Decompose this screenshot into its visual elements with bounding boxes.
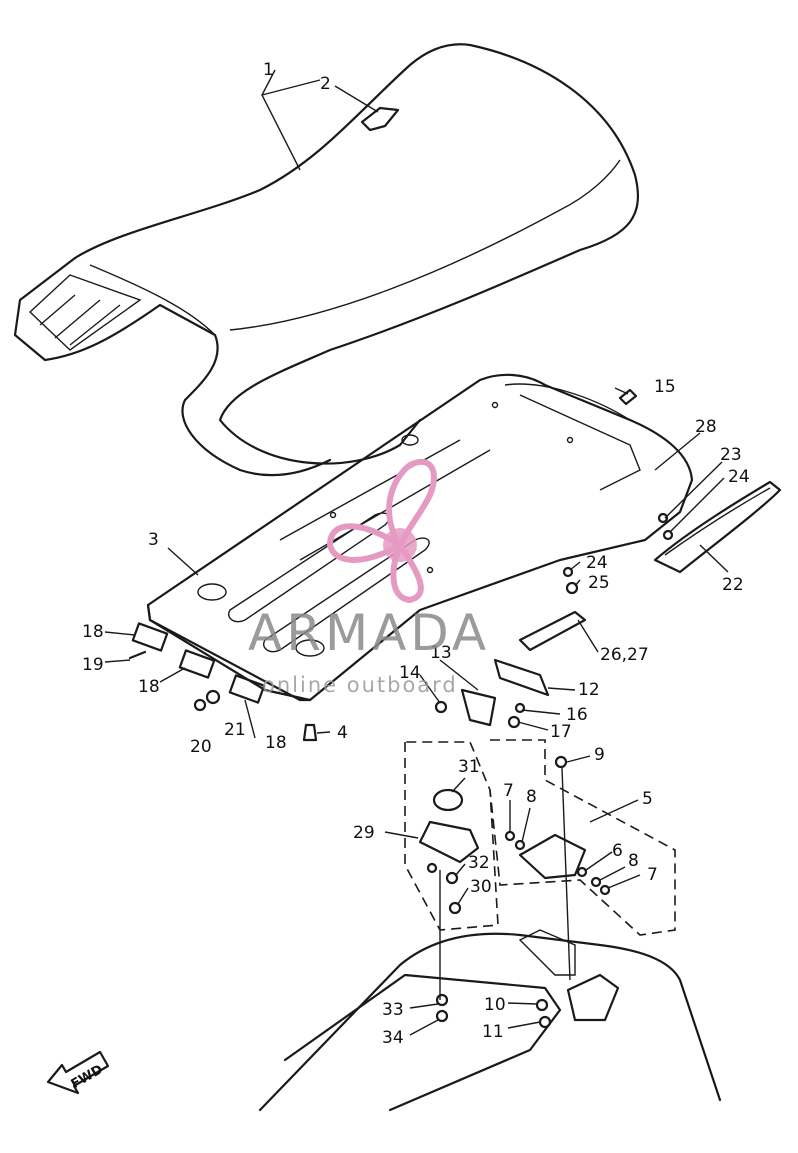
callout-9: 9 [594,745,605,765]
callout-15: 15 [654,377,676,397]
callout-18-bottom: 18 [265,733,287,753]
callout-23: 23 [720,445,742,465]
callout-7-left: 7 [503,781,514,801]
callout-14: 14 [399,663,421,683]
callout-26-27: 26,27 [600,645,649,665]
callout-20: 20 [190,737,212,757]
callout-32: 32 [468,853,490,873]
callout-11: 11 [482,1022,504,1042]
callout-19: 19 [82,655,104,675]
callout-7-right: 7 [647,865,658,885]
callout-21: 21 [224,720,246,740]
watermark: ARMADA online outboard [248,458,490,697]
callout-22: 22 [722,575,744,595]
callout-labels: 1 2 3 4 5 6 7 7 8 8 9 10 11 12 13 14 15 … [82,60,750,1048]
leader-lines [104,69,729,1036]
watermark-tagline: online outboard [262,673,458,697]
callout-8-left: 8 [526,787,537,807]
hull-deck [258,767,722,1112]
callout-10: 10 [484,995,506,1015]
callout-13: 13 [430,643,452,663]
callout-8-right: 8 [628,851,639,871]
callout-1: 1 [263,60,274,80]
seat-cushion [13,43,640,477]
callout-5: 5 [642,789,653,809]
callout-24-right: 24 [728,467,750,487]
callout-18-middle: 18 [138,677,160,697]
callout-25: 25 [588,573,610,593]
callout-3: 3 [148,530,159,550]
callout-17: 17 [550,722,572,742]
callout-31: 31 [458,757,480,777]
callout-28: 28 [695,417,717,437]
callout-16: 16 [566,705,588,725]
subassembly-outlines [404,739,676,936]
watermark-brand: ARMADA [248,604,490,662]
grab-handle [653,480,782,574]
callout-6: 6 [612,841,623,861]
callout-18-top: 18 [82,622,104,642]
callout-2: 2 [320,74,331,94]
callout-30: 30 [470,877,492,897]
callout-34: 34 [382,1028,404,1048]
callout-4: 4 [337,723,348,743]
callout-12: 12 [578,680,600,700]
watermark-logo [326,458,437,604]
callout-24-center: 24 [586,553,608,573]
callout-29: 29 [353,823,375,843]
callout-33: 33 [382,1000,404,1020]
forward-direction-arrow: FWD [46,1050,110,1095]
